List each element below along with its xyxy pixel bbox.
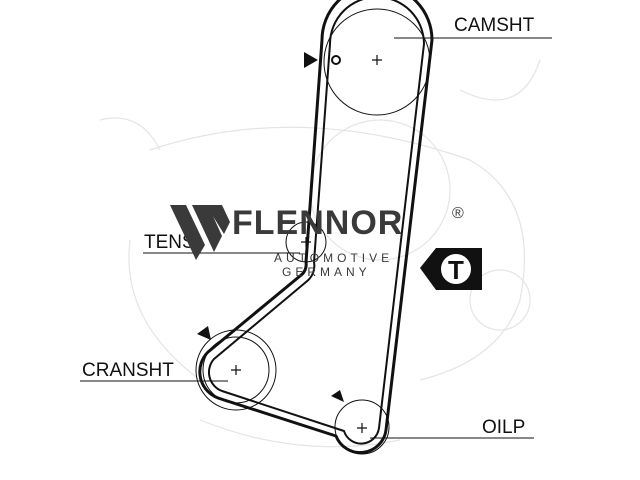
camshaft-timing-hole-icon [331, 55, 341, 65]
timing-mark-arrow-icon [197, 326, 211, 340]
brand-registered: ® [452, 205, 464, 222]
camshaft-pulley [304, 8, 431, 116]
brand-tagline-1: AUTOMOTIVE [274, 251, 393, 265]
timing-belt [198, 0, 434, 455]
crankshaft-pulley [195, 326, 277, 411]
pulley-center-cross-icon [301, 237, 311, 247]
brand-name: FLENNOR [232, 204, 403, 242]
label-crankshaft: CRANSHT [82, 360, 174, 381]
pulley-center-cross-icon [231, 365, 241, 375]
label-oil-pump: OILP [482, 417, 525, 438]
brand-tagline-2: GERMANY [282, 265, 371, 279]
tensioner-badge-icon: T [420, 248, 482, 290]
timing-mark-arrow-icon [304, 52, 318, 68]
label-tensioner: TENS [144, 232, 195, 253]
tensioner-badge-letter: T [448, 255, 464, 285]
brand-logo: FLENNOR ® AUTOMOTIVE GERMANY [170, 204, 464, 279]
pulley-center-cross-icon [357, 423, 367, 433]
timing-mark-arrow-icon [331, 390, 344, 402]
label-camshaft: CAMSHT [454, 15, 535, 36]
brand-mark-icon [170, 205, 230, 260]
leader-lines [80, 37, 552, 439]
pulley-center-cross-icon [372, 55, 382, 65]
tensioner-pulley [285, 221, 327, 263]
oil-pump-pulley [331, 390, 390, 455]
